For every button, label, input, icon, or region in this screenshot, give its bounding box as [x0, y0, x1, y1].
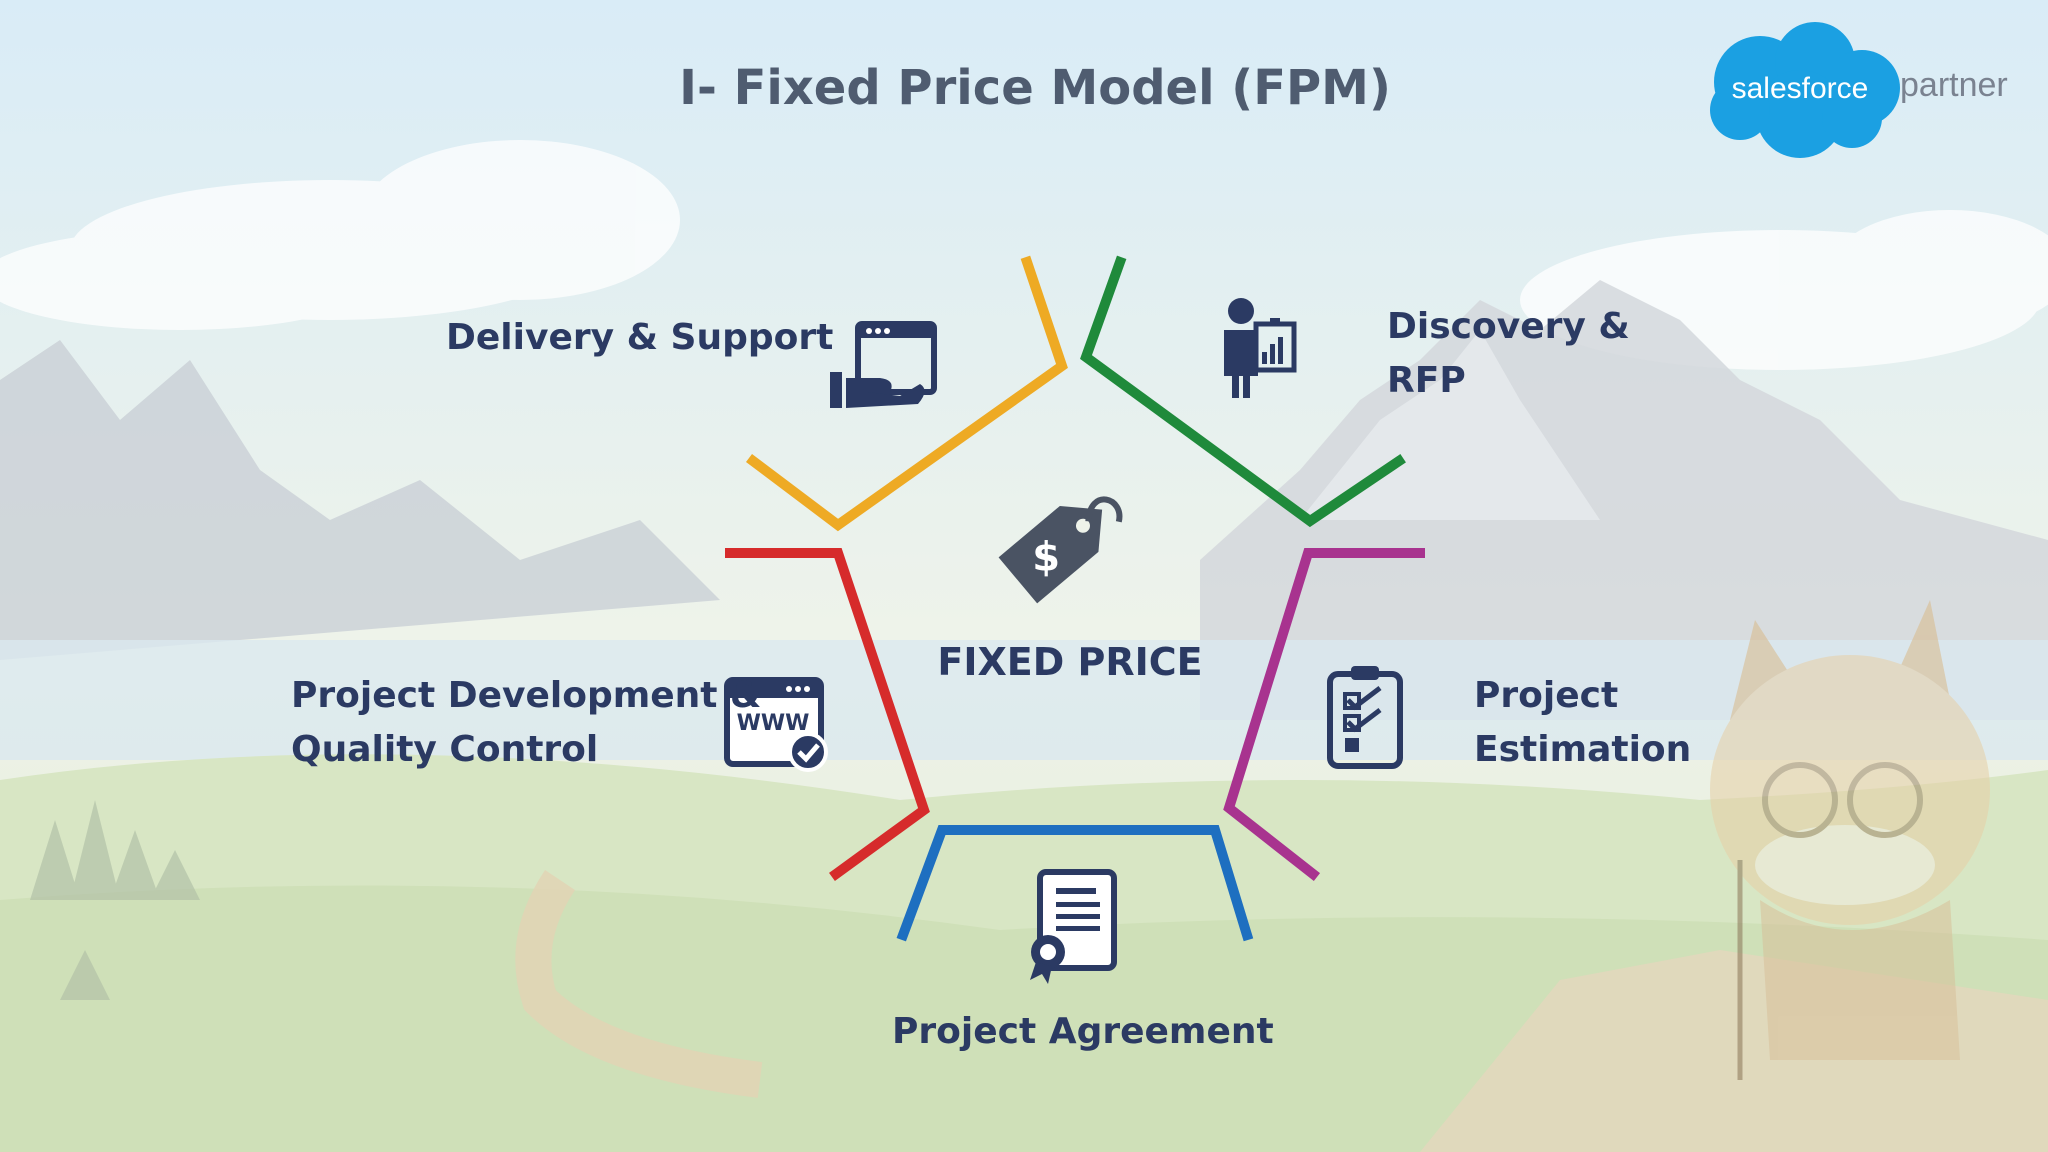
stage-label-estimation: Project Estimation: [1474, 669, 1691, 777]
stage-arm-estimation-line: [1223, 548, 1425, 882]
stage-arm-delivery-line: [745, 255, 1068, 532]
stage-label-delivery: Delivery & Support: [446, 311, 833, 365]
price-tag-dollar-icon: $: [998, 496, 1123, 604]
checklist-clipboard-icon: [1327, 666, 1403, 769]
stage-label-agreement: Project Agreement: [892, 1005, 1274, 1059]
certificate-document-icon: [1030, 869, 1117, 984]
presenter-chart-icon: [1224, 298, 1297, 398]
www-check-icon: WWW: [724, 677, 828, 772]
stage-label-development: Project Development & Quality Control: [291, 669, 761, 777]
logo-partner-text: partner: [1900, 66, 2008, 104]
logo-brand-text: salesforce: [1731, 72, 1869, 105]
stage-arm-agreement-line: [896, 825, 1254, 942]
stage-label-estimation-line1: Project: [1474, 675, 1619, 716]
stage-arm-discovery-line: [1080, 255, 1406, 528]
slide-title: I- Fixed Price Model (FPM): [679, 60, 1391, 116]
center-label: FIXED PRICE: [937, 640, 1203, 684]
stage-arm-development-line: [725, 548, 930, 881]
salesforce-logo-cloud: [1710, 22, 1900, 158]
mascot-illustration: [1710, 600, 1990, 1080]
www-icon-text: WWW: [737, 711, 810, 736]
stage-label-discovery: Discovery & RFP: [1387, 300, 1630, 408]
stage-label-development-line2: Quality Control: [291, 729, 599, 770]
hand-screen-icon: [830, 321, 937, 408]
stage-label-discovery-line1: Discovery &: [1387, 306, 1630, 347]
cycle-diagram: [725, 255, 1425, 942]
svg-text:$: $: [1032, 535, 1060, 581]
stage-label-delivery-line1: Delivery & Support: [446, 317, 834, 358]
stage-label-discovery-line2: RFP: [1387, 360, 1466, 401]
stage-label-development-line1: Project Development &: [291, 675, 762, 716]
stage-label-estimation-line2: Estimation: [1474, 729, 1692, 770]
stage-label-agreement-line1: Project Agreement: [892, 1011, 1274, 1052]
